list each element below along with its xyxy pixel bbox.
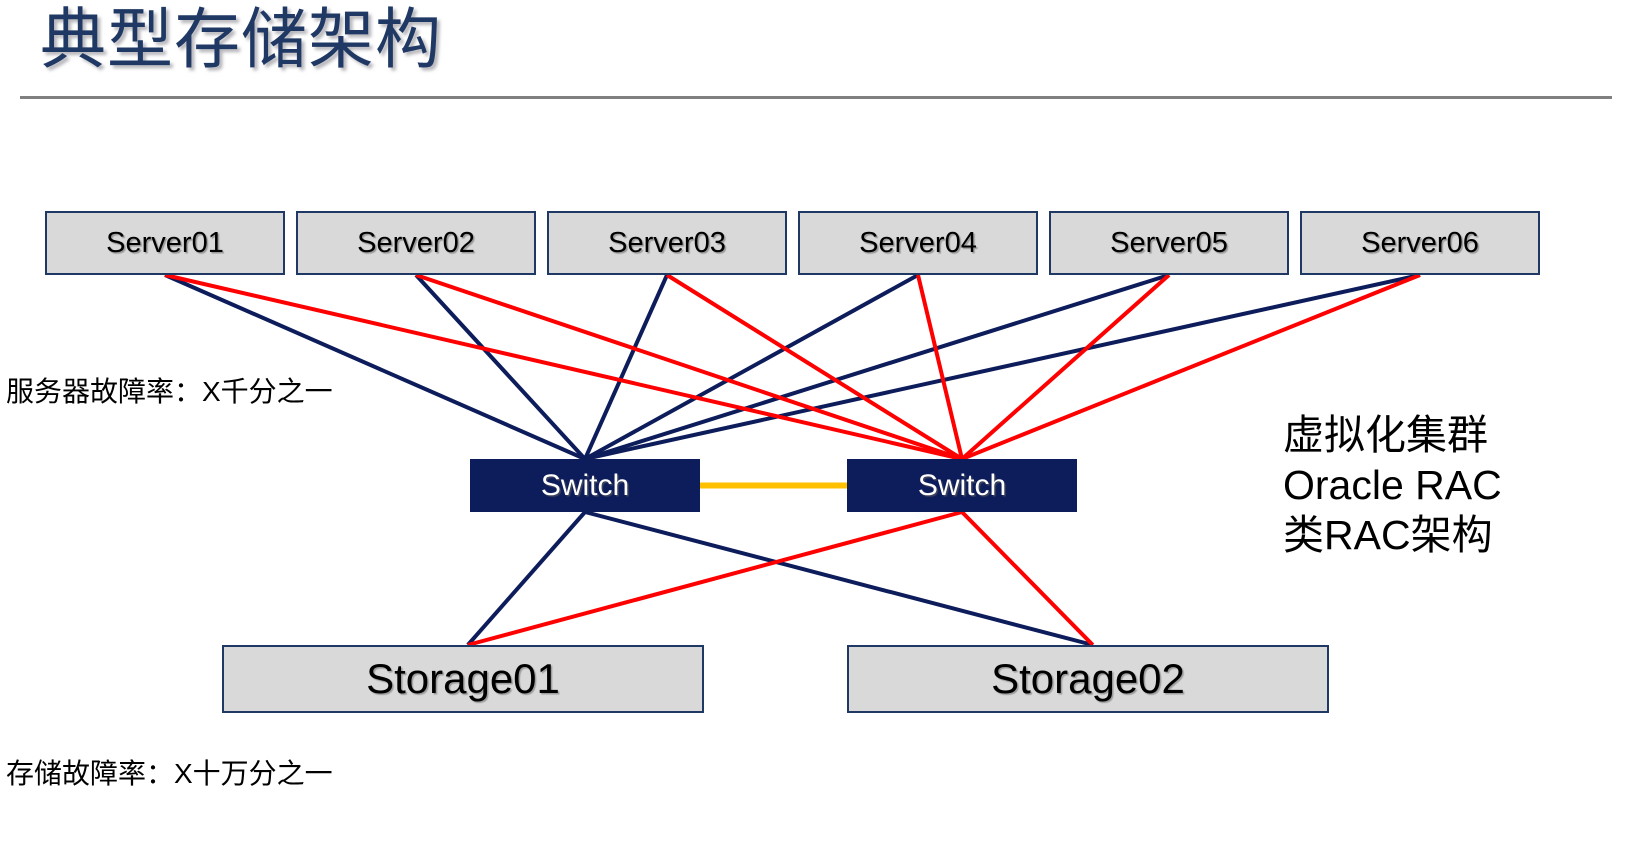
link-switch01-to-storage02	[584, 510, 1094, 647]
storage-box-storage02[interactable]: Storage02	[847, 645, 1329, 713]
server-failure-rate-note: 服务器故障率：X千分之一	[6, 376, 333, 407]
storage01-label: Storage01	[366, 655, 560, 702]
cluster-note-line-2: Oracle RAC	[1283, 462, 1502, 509]
link-server05-to-switch01	[584, 273, 1170, 461]
server02-label: Server02	[357, 226, 475, 259]
server-box-server01[interactable]: Server01	[45, 211, 285, 275]
server05-label: Server05	[1110, 226, 1228, 259]
link-server02-to-switch01	[414, 273, 587, 461]
link-server04-to-switch02	[916, 274, 964, 460]
server-box-server05[interactable]: Server05	[1049, 211, 1289, 275]
cluster-note-line-1: 虚拟化集群	[1283, 412, 1488, 458]
switch01-label: Switch	[540, 468, 630, 502]
link-server03-to-switch02	[665, 273, 964, 461]
server-box-server02[interactable]: Server02	[296, 211, 536, 275]
link-server05-to-switch02	[960, 273, 1171, 461]
switch02-label: Switch	[917, 468, 1007, 502]
link-server01-to-switch01	[164, 273, 586, 461]
server04-label: Server04	[859, 226, 977, 259]
switch-box-switch02[interactable]: Switch	[847, 459, 1077, 512]
link-switch02-to-storage01	[467, 510, 963, 647]
server06-label: Server06	[1361, 226, 1479, 259]
link-layer	[164, 273, 1421, 647]
storage-failure-rate-note: 存储故障率：X十万分之一	[6, 758, 333, 789]
server01-label: Server01	[106, 226, 224, 259]
link-server01-to-switch02	[164, 273, 963, 461]
link-server06-to-switch02	[961, 273, 1421, 461]
link-server03-to-switch01	[583, 274, 669, 460]
storage02-label: Storage02	[991, 655, 1185, 702]
cluster-note-line-3: 类RAC架构	[1283, 512, 1493, 559]
storage-box-storage01[interactable]: Storage01	[222, 645, 704, 713]
link-switch01-to-storage01	[466, 510, 587, 647]
page-title: 典型存储架构	[40, 2, 442, 76]
cluster-note: 虚拟化集群 Oracle RAC 类RAC架构	[1283, 410, 1502, 560]
link-server02-to-switch02	[415, 273, 963, 461]
link-switch02-to-storage02	[960, 510, 1095, 647]
server03-label: Server03	[608, 226, 726, 259]
server-box-server06[interactable]: Server06	[1300, 211, 1540, 275]
title-divider	[20, 96, 1612, 99]
server-box-server03[interactable]: Server03	[547, 211, 787, 275]
server-box-server04[interactable]: Server04	[798, 211, 1038, 275]
link-server04-to-switch01	[584, 273, 919, 461]
link-server06-to-switch01	[584, 273, 1421, 461]
switch-box-switch01[interactable]: Switch	[470, 459, 700, 512]
